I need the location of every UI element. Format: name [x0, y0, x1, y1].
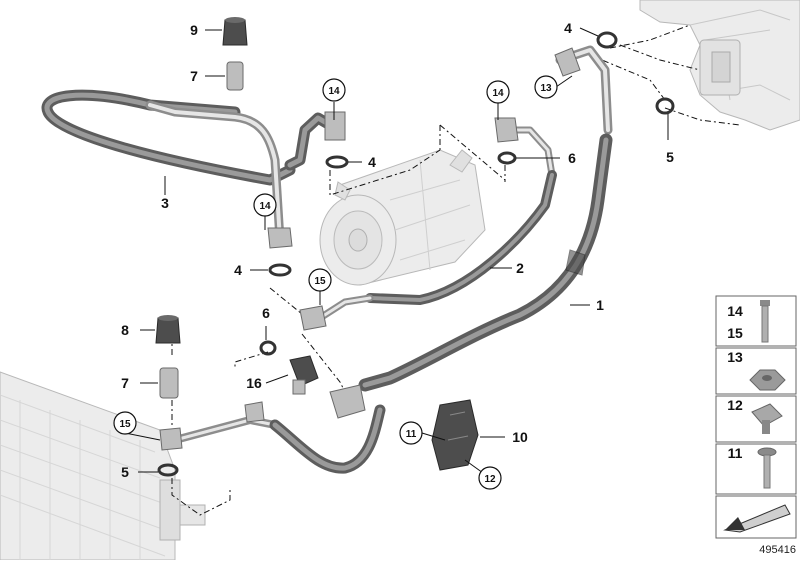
bolt-icon [760, 300, 770, 343]
direction-arrow-icon [723, 504, 791, 533]
callout-label: 9 [190, 22, 198, 38]
callout-13: 13 [534, 75, 558, 99]
callout-7-lower: 7 [121, 375, 129, 391]
callout-label: 3 [161, 195, 169, 211]
pressure-sensor-16 [289, 355, 319, 395]
legend-box-11 [715, 443, 797, 495]
legend-box-14-15 [715, 295, 797, 347]
callout-5-b: 5 [121, 464, 129, 480]
o-rings [157, 31, 675, 477]
callout-label: 7 [121, 375, 129, 391]
callout-label: 6 [568, 150, 576, 166]
callout-11: 11 [399, 421, 423, 445]
callout-6-a: 6 [568, 150, 576, 166]
assembly-lines [171, 24, 741, 516]
callout-label: 12 [484, 474, 496, 485]
callout-2: 2 [516, 260, 524, 276]
callout-label: 14 [328, 86, 340, 97]
callout-label: 4 [234, 262, 242, 278]
legend-label: 15 [727, 325, 743, 341]
legend-label: 14 [727, 303, 743, 319]
refrigerant-hose-1 [329, 45, 613, 419]
leader-lines [124, 27, 669, 479]
ac-compressor [319, 149, 486, 286]
callout-12: 12 [478, 466, 502, 490]
legend-box-12 [715, 395, 797, 443]
legend-label: 11 [728, 445, 743, 461]
callout-1: 1 [596, 297, 604, 313]
callout-14-a: 14 [322, 78, 346, 102]
callout-15-b: 15 [113, 411, 137, 435]
callout-5-a: 5 [666, 149, 674, 165]
callout-4-b: 4 [234, 262, 242, 278]
callout-8: 8 [121, 322, 129, 338]
valve-cap-9 [222, 17, 248, 46]
refrigerant-hose-lower [159, 401, 386, 474]
valve-core-7-lower [159, 367, 179, 399]
callout-label: 10 [512, 429, 528, 445]
callout-label: 15 [119, 419, 131, 430]
diagram-id: 495416 [759, 544, 796, 556]
callout-label: 16 [246, 375, 262, 391]
callout-label: 14 [492, 88, 504, 99]
callout-9: 9 [190, 22, 198, 38]
callout-7-upper: 7 [190, 68, 198, 84]
callout-label: 7 [190, 68, 198, 84]
fastener-legend: 14 15 13 12 11 [715, 295, 797, 539]
callout-4-a: 4 [368, 154, 376, 170]
callout-label: 4 [564, 20, 572, 36]
callout-4-c: 4 [564, 20, 572, 36]
refrigerant-hose-2 [299, 117, 557, 331]
callout-3: 3 [161, 195, 169, 211]
callout-label: 6 [262, 305, 270, 321]
evaporator-housing [639, 0, 800, 131]
callout-label: 1 [596, 297, 604, 313]
legend-label: 12 [727, 397, 743, 413]
callout-label: 11 [406, 429, 417, 440]
clip-nut-icon [751, 403, 783, 434]
callout-15-a: 15 [308, 268, 332, 292]
callout-14-c: 14 [486, 80, 510, 104]
refrigerant-hose-3 [41, 89, 346, 249]
callout-label: 5 [121, 464, 129, 480]
valve-cap-8 [155, 315, 181, 344]
callout-label: 8 [121, 322, 129, 338]
callout-14-b: 14 [253, 193, 277, 217]
callout-16: 16 [246, 375, 262, 391]
legend-label: 13 [727, 349, 743, 365]
callout-10: 10 [512, 429, 528, 445]
nut-icon [749, 369, 786, 391]
bracket-10 [431, 399, 479, 471]
callout-label: 14 [259, 201, 271, 212]
callout-6-b: 6 [262, 305, 270, 321]
callout-label: 13 [540, 83, 552, 94]
callout-label: 5 [666, 149, 674, 165]
screw-icon [757, 447, 777, 489]
callout-label: 2 [516, 260, 524, 276]
valve-core-7-upper [226, 61, 244, 91]
callout-label: 4 [368, 154, 376, 170]
callout-label: 15 [314, 276, 326, 287]
